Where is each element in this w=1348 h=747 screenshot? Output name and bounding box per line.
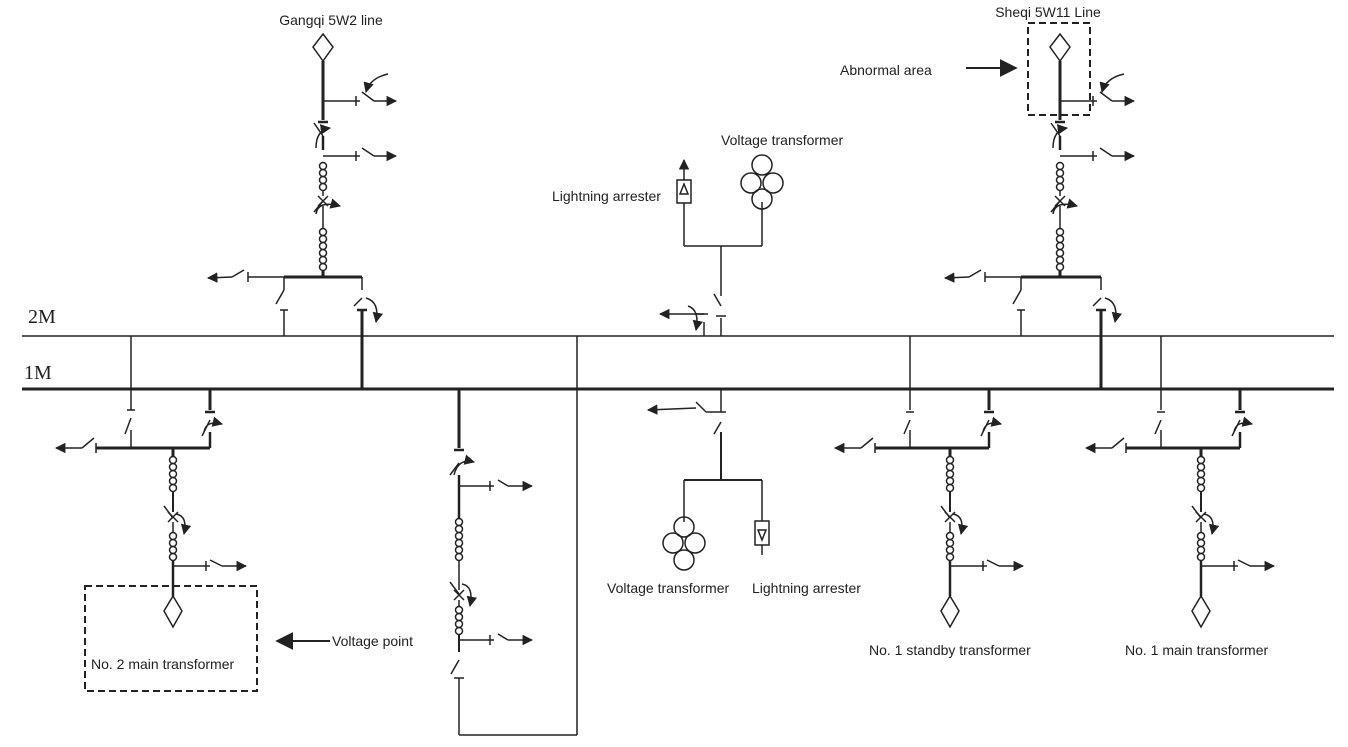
bus-1m-label: 1M: [24, 362, 52, 384]
transformer-terminal-icon: [163, 594, 183, 629]
voltage-point-label: Voltage point: [332, 633, 413, 649]
transformer-terminal-icon: [940, 594, 960, 629]
bus-coupler-bay: [449, 336, 578, 736]
voltage-transformer-icon: [740, 154, 784, 210]
sheqi-line-label: Sheqi 5W11 Line: [995, 4, 1101, 20]
voltage-point-box: [84, 585, 258, 692]
sheqi-bay: [943, 32, 1136, 389]
no1-main-transformer-bay: [1084, 336, 1276, 629]
bus1-vt-bay: [646, 389, 770, 571]
line-terminal-icon: [1049, 32, 1071, 63]
no1-standby-transformer-label: No. 1 standby transformer: [869, 642, 1031, 658]
gangqi-line-label: Gangqi 5W2 line: [279, 12, 383, 28]
la-top-label: Lightning arrester: [552, 188, 661, 204]
gangqi-bay: [206, 32, 398, 389]
bus-2m-label: 2M: [28, 306, 56, 328]
no2-main-transformer-label: No. 2 main transformer: [91, 656, 234, 672]
bus2-vt-bay: [658, 154, 784, 336]
no1-main-transformer-label: No. 1 main transformer: [1125, 642, 1268, 658]
transformer-terminal-icon: [1191, 594, 1211, 629]
abnormal-area-label: Abnormal area: [840, 62, 932, 78]
vt-top-label: Voltage transformer: [721, 132, 844, 148]
no1-standby-transformer-bay: [833, 336, 1025, 629]
vt-bottom-label: Voltage transformer: [607, 580, 730, 596]
voltage-transformer-icon: [662, 516, 706, 571]
no2-main-transformer-bay: [54, 389, 248, 629]
la-bottom-label: Lightning arrester: [752, 580, 861, 596]
line-terminal-icon: [312, 32, 334, 63]
